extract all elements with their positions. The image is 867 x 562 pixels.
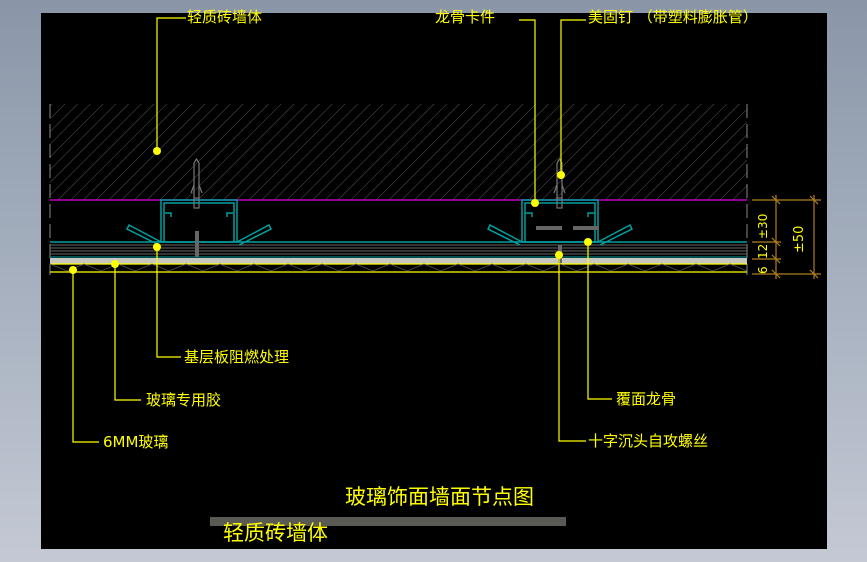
anchor-nail-left <box>190 157 203 209</box>
label-6mm-glass: 6MM玻璃 <box>103 433 169 451</box>
label-cover-keel: 覆面龙骨 <box>616 390 677 408</box>
label-keel-clip: 龙骨卡件 <box>435 8 496 26</box>
glass-glue-layer <box>50 258 747 264</box>
side-screw-2 <box>573 226 599 230</box>
dim-30: ±30 <box>756 213 770 239</box>
screw-left <box>195 231 199 257</box>
label-base-board: 基层板阻燃处理 <box>184 348 290 366</box>
anchor-nail-right <box>553 157 566 209</box>
leader-lines <box>72 17 612 443</box>
label-cross-screw: 十字沉头自攻螺丝 <box>588 432 709 450</box>
drawing-subtitle: 轻质砖墙体 <box>223 521 328 545</box>
dim-12: 12 <box>756 243 770 259</box>
title-underline <box>210 517 566 526</box>
brick-wall-hatch <box>50 104 747 200</box>
drawing-title: 玻璃饰面墙面节点图 <box>345 485 534 509</box>
section-drawing <box>49 17 821 526</box>
dim-6: 6 <box>756 266 770 274</box>
label-light-brick-wall: 轻质砖墙体 <box>187 8 263 26</box>
dimension-lines <box>752 195 821 279</box>
label-anchor-nail: 美固钉 （带塑料膨胀管） <box>588 8 758 26</box>
cad-drawing-canvas[interactable]: 轻质砖墙体 龙骨卡件 美固钉 （带塑料膨胀管） 基层板阻燃处理 玻璃专用胶 6M… <box>41 8 827 549</box>
dim-50: ±50 <box>792 225 807 253</box>
label-glass-glue: 玻璃专用胶 <box>146 391 222 409</box>
leader-dots <box>69 147 592 274</box>
keel-assembly-right <box>486 199 634 246</box>
side-screw-1 <box>536 226 562 230</box>
